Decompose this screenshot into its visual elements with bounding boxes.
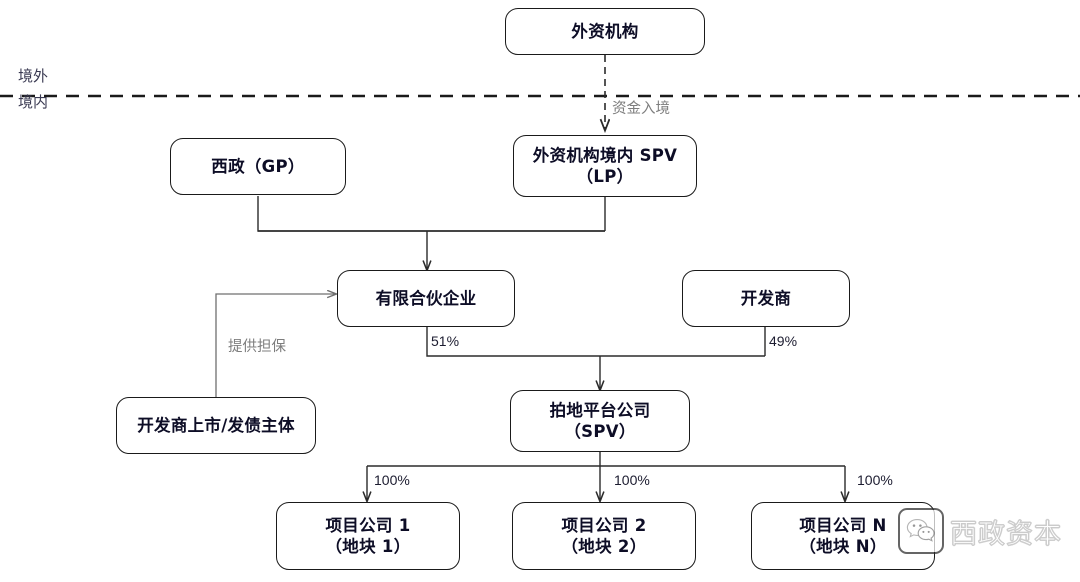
node-bidding-platform-line2: （SPV） xyxy=(564,422,636,441)
node-foreign-institution-line1: 外资机构 xyxy=(571,21,639,41)
node-xizheng-gp-line1: 西政（GP） xyxy=(211,156,305,176)
node-foreign-institution[interactable]: 外资机构 xyxy=(505,8,705,55)
node-project-company-n-line2: （地块 N） xyxy=(799,537,887,556)
edge-label-developer-share: 49% xyxy=(769,333,798,349)
node-developer-line1: 开发商 xyxy=(740,288,792,308)
edge-label-provide-guarantee: 提供担保 xyxy=(228,339,286,355)
wechat-icon xyxy=(898,508,944,554)
node-developer-listed-entity-line1: 开发商上市/发债主体 xyxy=(137,415,295,435)
node-project-company-1-line2: （地块 1） xyxy=(325,537,411,556)
node-project-company-1-line1: 项目公司 1 xyxy=(325,515,411,535)
edge-label-capital-inflow: 资金入境 xyxy=(612,101,670,117)
node-project-company-1[interactable]: 项目公司 1 （地块 1） xyxy=(276,502,460,570)
boundary-label-onshore: 境内 xyxy=(18,93,49,111)
watermark-text: 西政资本 xyxy=(950,518,1062,550)
node-limited-partnership-line1: 有限合伙企业 xyxy=(375,288,477,308)
wire-gp-to-lp xyxy=(257,196,605,232)
edge-label-project-n-share: 100% xyxy=(857,472,893,488)
node-project-company-n-line1: 项目公司 N xyxy=(799,515,887,535)
node-project-company-2[interactable]: 项目公司 2 （地块 2） xyxy=(512,502,696,570)
node-developer-listed-entity[interactable]: 开发商上市/发债主体 xyxy=(116,397,316,454)
node-project-company-2-line2: （地块 2） xyxy=(561,537,647,556)
edge-label-partnership-share: 51% xyxy=(431,333,460,349)
wire-merge-to-partnership xyxy=(258,230,605,270)
wechat-icon-glyph xyxy=(906,519,935,542)
node-onshore-spv-line1: 外资机构境内 SPV xyxy=(532,145,678,165)
node-bidding-platform[interactable]: 拍地平台公司 （SPV） xyxy=(510,390,690,452)
node-bidding-platform-line1: 拍地平台公司 xyxy=(549,400,651,420)
node-limited-partnership[interactable]: 有限合伙企业 xyxy=(337,270,515,327)
node-developer[interactable]: 开发商 xyxy=(682,270,850,327)
node-onshore-spv-line2: （LP） xyxy=(576,167,634,186)
boundary-label-offshore: 境外 xyxy=(18,67,49,85)
node-onshore-spv[interactable]: 外资机构境内 SPV （LP） xyxy=(513,135,697,197)
watermark: 西政资本 xyxy=(898,508,1062,554)
edge-label-project-1-share: 100% xyxy=(374,472,410,488)
node-project-company-2-line1: 项目公司 2 xyxy=(561,515,647,535)
wire-platform-to-projects xyxy=(367,452,845,501)
node-xizheng-gp[interactable]: 西政（GP） xyxy=(170,138,346,195)
edge-label-project-2-share: 100% xyxy=(614,472,650,488)
wire-partnership-to-platform xyxy=(426,327,765,357)
